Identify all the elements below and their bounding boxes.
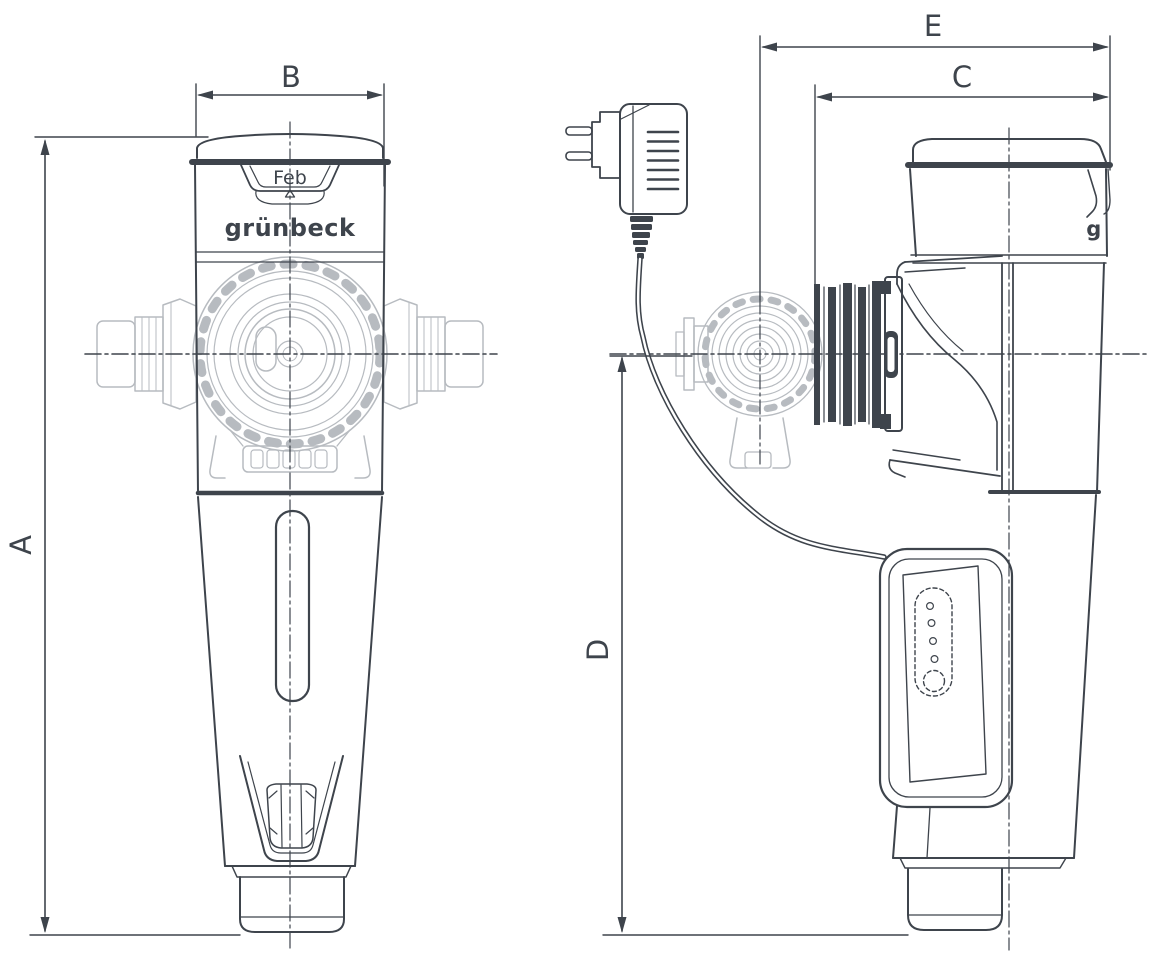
front-body-left-edge <box>197 496 226 867</box>
cap-edge <box>1103 168 1111 215</box>
indicator-recess-lip <box>255 190 325 205</box>
month-label: Feb <box>273 167 307 189</box>
rib <box>843 283 852 426</box>
dimension-b: B <box>195 60 385 187</box>
arrowhead-icon <box>40 139 50 155</box>
front-head-left-edge <box>194 164 199 494</box>
arrowhead-icon <box>1093 92 1109 102</box>
side-view: g <box>565 103 1149 951</box>
cable-strain-relief <box>630 216 653 259</box>
cap-flap <box>1086 169 1098 218</box>
front-centerlines <box>84 121 498 949</box>
plug-prong <box>565 151 593 161</box>
drain-funnel <box>239 755 344 862</box>
dimension-label-d: D <box>581 639 615 661</box>
arrowhead-icon <box>367 90 383 100</box>
side-lower-left-edge <box>892 805 898 859</box>
adapter-chamfer <box>620 104 650 120</box>
front-head-right-edge <box>381 164 386 494</box>
control-unit-face <box>902 565 987 783</box>
front-body-right-edge <box>354 496 383 867</box>
funnel-outer <box>239 755 344 862</box>
power-adapter <box>565 103 688 259</box>
valve-wedge-right <box>305 790 315 835</box>
control-button <box>922 669 946 693</box>
valve-line <box>280 784 283 848</box>
plug-base <box>591 111 621 179</box>
arrowhead-icon <box>617 356 627 372</box>
dimension-label-b: B <box>281 60 301 94</box>
adapter-vent-slats <box>646 130 680 191</box>
valve-line <box>300 784 303 848</box>
dimension-d: D <box>581 355 909 936</box>
side-leg <box>729 417 748 469</box>
side-body-right-edge <box>1096 262 1105 493</box>
front-body-bottom-step <box>231 865 352 878</box>
brand-logo-partial: g <box>1086 217 1102 241</box>
latch-clip <box>880 414 891 429</box>
led-icon <box>925 601 934 610</box>
valve-neck-bracket <box>888 255 1003 478</box>
latch-clip <box>880 281 891 294</box>
indicator-recess-inner <box>249 165 331 188</box>
side-foot-line <box>926 807 931 859</box>
control-panel <box>914 587 953 697</box>
dimension-e: E <box>759 9 1111 301</box>
port-slot <box>887 337 895 372</box>
front-outlet-spout <box>239 876 345 933</box>
control-unit-housing <box>878 547 1014 809</box>
valve-wedge-left <box>268 790 278 835</box>
arrowhead-icon <box>617 917 627 933</box>
front-right-union-nut <box>383 298 418 410</box>
month-indicator: Feb <box>240 164 340 205</box>
panel-outline <box>914 587 953 697</box>
rib <box>858 287 866 422</box>
front-cap <box>196 133 384 159</box>
ball-valve <box>266 783 317 849</box>
control-unit <box>878 547 1014 809</box>
control-unit-inner <box>888 558 1003 798</box>
side-vent <box>744 451 772 469</box>
side-cap <box>912 138 1107 163</box>
rib <box>814 284 820 425</box>
dimension-label-a: A <box>4 535 38 555</box>
side-leg <box>772 417 791 469</box>
front-left-union-nut <box>162 298 197 410</box>
arrowhead-icon <box>816 92 832 102</box>
funnel-inner <box>247 761 336 854</box>
side-outlet-spout <box>907 868 1003 931</box>
side-outline <box>888 138 1113 931</box>
power-cable <box>635 256 887 560</box>
side-head-left-edge <box>909 168 917 257</box>
front-view: Feb grünbeck <box>84 121 498 949</box>
side-bottom-step <box>899 857 1067 869</box>
side-phantom-connection <box>675 291 823 469</box>
adapter-body <box>619 103 688 215</box>
plug-prong <box>565 126 593 136</box>
arrowhead-icon <box>197 90 213 100</box>
motor-section <box>814 276 903 432</box>
side-head-right-edge <box>1105 168 1108 257</box>
led-indicators <box>925 601 939 663</box>
led-icon <box>930 654 939 663</box>
front-outline <box>189 133 391 933</box>
dimension-label-e: E <box>924 9 942 43</box>
front-window-tab <box>255 326 277 372</box>
rib <box>872 281 881 428</box>
dimension-c: C <box>814 60 1109 289</box>
rib <box>828 287 836 422</box>
led-icon <box>927 618 936 627</box>
arrowhead-icon <box>761 42 777 52</box>
side-lower-right-edge <box>1073 494 1097 859</box>
dimension-label-c: C <box>952 60 972 94</box>
sight-glass <box>274 509 311 703</box>
arrowhead-icon <box>40 917 50 933</box>
led-icon <box>928 636 937 645</box>
triangle-marker-icon <box>284 189 296 198</box>
arrowhead-icon <box>1093 42 1109 52</box>
dimension-a: A <box>4 136 241 936</box>
side-centerlines <box>609 127 1149 951</box>
brand-logo: grünbeck <box>225 214 356 242</box>
